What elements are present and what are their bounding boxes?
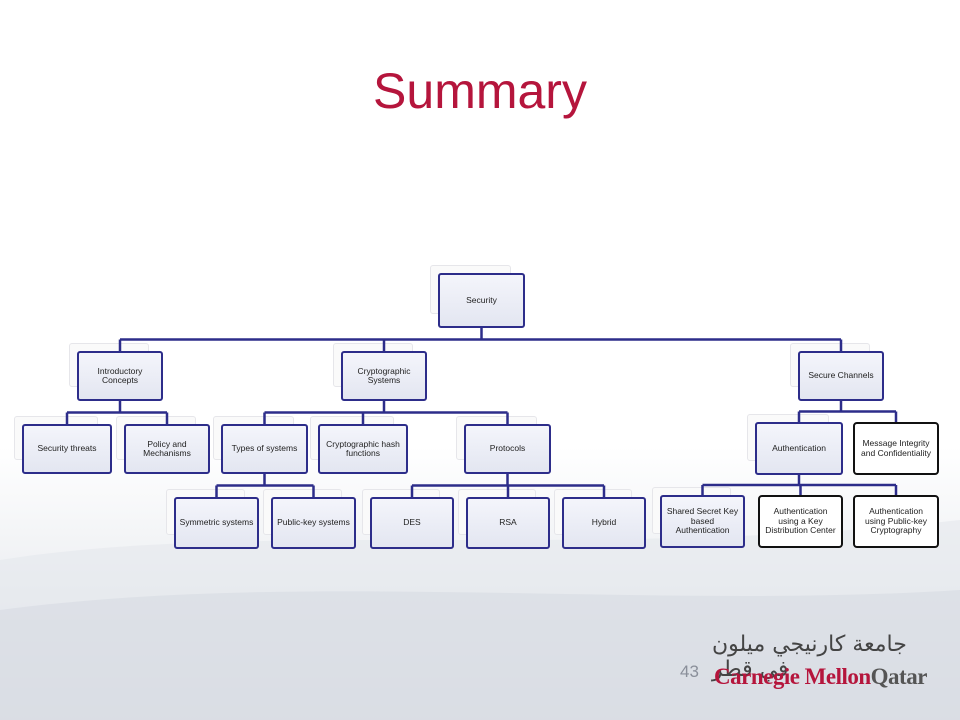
node-shadow: [747, 414, 829, 461]
node-label: Shared Secret Key based Authentication: [666, 506, 739, 536]
node-introductory: Introductory Concepts: [69, 343, 163, 401]
node-message-integrity: Message Integrity and Confidentiality: [853, 422, 939, 475]
node-rsa: RSA: [458, 489, 550, 549]
node-hybrid: Hybrid: [554, 489, 646, 549]
node-security-threats: Security threats: [14, 416, 112, 474]
node-shadow: [430, 265, 511, 314]
node-shared-secret: Shared Secret Key based Authentication: [652, 487, 745, 548]
node-label: Protocols: [489, 443, 526, 454]
node-label: Authentication using Public-key Cryptogr…: [865, 506, 927, 536]
node-policy: Policy and Mechanisms: [116, 416, 210, 474]
node-secure-channels: Secure Channels: [790, 343, 884, 401]
node-label: Cryptographic Systems: [357, 365, 411, 385]
node-label: Cryptographic hash functions: [326, 438, 400, 458]
logo-qatar: Qatar: [870, 664, 928, 689]
node-public-key: Public-key systems: [263, 489, 356, 549]
node-label: Public-key systems: [277, 517, 350, 528]
node-label: Security threats: [37, 443, 97, 454]
logo-arabic-text: جامعة كارنيجي ميلون في قطر: [712, 632, 907, 682]
node-security: Security: [430, 265, 525, 328]
node-label: RSA: [499, 517, 517, 528]
node-crypto-systems: Cryptographic Systems: [333, 343, 427, 401]
node-protocols: Protocols: [456, 416, 551, 474]
node-label: Message Integrity and Confidentiality: [861, 438, 931, 458]
node-label: Symmetric systems: [179, 517, 254, 528]
node-hash: Cryptographic hash functions: [310, 416, 408, 474]
node-authentication: Authentication: [747, 414, 843, 475]
node-label: Types of systems: [231, 443, 298, 454]
logo-cmu: Carnegie Mellon: [714, 664, 871, 689]
node-types: Types of systems: [213, 416, 308, 474]
logo-english-text: Carnegie MellonQatar: [714, 664, 927, 690]
node-label: Hybrid: [591, 517, 617, 528]
node-label: Security: [466, 294, 497, 305]
node-label: Policy and Mechanisms: [143, 438, 191, 458]
node-label: Secure Channels: [808, 370, 874, 381]
node-symmetric: Symmetric systems: [166, 489, 259, 549]
node-kdc: Authentication using a Key Distribution …: [758, 495, 843, 548]
node-label: Authentication using a Key Distribution …: [765, 506, 836, 536]
node-public-key-auth: Authentication using Public-key Cryptogr…: [853, 495, 939, 548]
page-number: 43: [680, 662, 699, 681]
node-label: DES: [403, 517, 421, 528]
cmu-qatar-logo: جامعة كارنيجي ميلون في قطر Carnegie Mell…: [712, 632, 927, 692]
node-des: DES: [362, 489, 454, 549]
page-title: Summary: [373, 63, 587, 119]
node-label: Authentication: [772, 442, 826, 453]
node-label: Introductory Concepts: [97, 365, 143, 385]
